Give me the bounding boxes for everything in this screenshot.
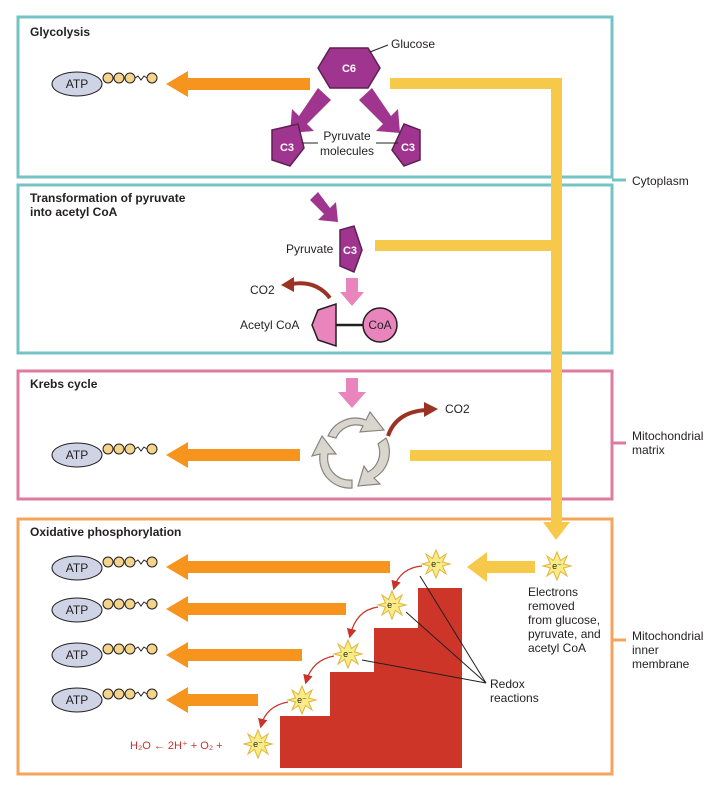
- oxphos-atp-arrow-4: [166, 687, 258, 713]
- electrons-note-line3: from glucose,: [528, 613, 600, 627]
- krebs-title: Krebs cycle: [30, 377, 98, 391]
- redox-label-line1: Redox: [490, 677, 525, 691]
- krebs-entry-arrow: [338, 378, 366, 408]
- oxidative-title: Oxidative phosphorylation: [30, 525, 181, 539]
- inner-membrane-label-line1: Mitochondrial: [632, 629, 703, 643]
- oxphos-atp-arrow-3: [166, 642, 302, 668]
- svg-text:ATP: ATP: [66, 648, 88, 662]
- svg-text:ATP: ATP: [66, 77, 88, 91]
- atp-molecule: ATP: [51, 687, 158, 713]
- svg-text:C3: C3: [280, 142, 294, 154]
- oxphos-atp-arrow-2: [166, 596, 346, 622]
- electron-starburst: e⁻: [286, 684, 318, 716]
- pyruvate-to-acetyl-arrow: [340, 278, 364, 306]
- co2-release-arrowhead-1: [281, 277, 294, 292]
- glycolysis-box: [16, 15, 614, 179]
- electron-transport-staircase: [280, 588, 462, 768]
- glycolysis-atp-arrow: [166, 71, 310, 97]
- svg-text:CoA: CoA: [368, 318, 391, 332]
- electron-starburst: e⁻: [541, 550, 573, 582]
- c3-molecule-right: C3: [391, 123, 421, 167]
- krebs-cycle-icon: [310, 410, 390, 489]
- transformation-box: [16, 183, 614, 355]
- inner-membrane-label-line3: membrane: [632, 657, 690, 671]
- svg-text:e⁻: e⁻: [431, 559, 441, 569]
- electron-starburst: e⁻: [420, 548, 452, 580]
- redox-pointer-lines: [361, 575, 487, 684]
- glucose-label: Glucose: [391, 37, 435, 51]
- svg-text:e⁻: e⁻: [253, 739, 263, 749]
- oxidative-box: [16, 517, 614, 776]
- oxphos-atp-arrow-1: [166, 554, 390, 580]
- matrix-label-line2: matrix: [632, 443, 665, 457]
- krebs-atp-arrow: [166, 442, 300, 468]
- electrons-note-line1: Electrons: [528, 585, 578, 599]
- co2-release-arrow-1: [291, 281, 332, 300]
- glycolysis-split-arrow-left: [290, 88, 331, 133]
- glucose-pointer: [369, 44, 389, 53]
- matrix-label-line1: Mitochondrial: [632, 429, 703, 443]
- redox-hop-arrows: [258, 565, 423, 729]
- glycolysis-split-arrow-right: [359, 88, 400, 133]
- atp-molecule: ATP: [51, 597, 158, 623]
- acetyl-coa-label: Acetyl CoA: [240, 318, 299, 332]
- svg-text:C3: C3: [401, 142, 415, 154]
- svg-text:ATP: ATP: [66, 448, 88, 462]
- redox-label-line2: reactions: [490, 691, 539, 705]
- cytoplasm-label: Cytoplasm: [632, 174, 689, 188]
- glycolysis-title: Glycolysis: [30, 25, 90, 39]
- inner-membrane-label-line2: inner: [632, 643, 659, 657]
- svg-text:ATP: ATP: [66, 693, 88, 707]
- c6-glucose-hexagon: C6: [317, 47, 381, 89]
- co2-label-1: CO2: [250, 283, 275, 297]
- electron-starburst: e⁻: [332, 638, 364, 670]
- atp-molecule: ATP: [51, 555, 158, 581]
- svg-text:e⁻: e⁻: [552, 561, 562, 571]
- co2-release-arrow-2: [386, 408, 427, 437]
- atp-molecule: ATP: [51, 642, 158, 668]
- svg-text:ATP: ATP: [66, 561, 88, 575]
- pyruvate-molecules-label-line1: Pyruvate: [323, 129, 371, 143]
- acetyl-coa-molecule: CoA: [311, 302, 398, 348]
- svg-text:ATP: ATP: [66, 603, 88, 617]
- electrons-note-line2: removed: [528, 599, 575, 613]
- krebs-box: [16, 369, 614, 501]
- c3-molecule-left: C3: [271, 123, 305, 167]
- electron-pathway: [375, 78, 570, 582]
- svg-text:C6: C6: [342, 63, 356, 75]
- svg-text:e⁻: e⁻: [297, 695, 307, 705]
- pyruvate-label: Pyruvate: [286, 242, 334, 256]
- water-equation: H₂O ← 2H⁺ + O₂ +: [130, 740, 223, 752]
- c3-pyruvate-molecule: C3: [339, 225, 363, 274]
- atp-molecule: ATP: [51, 442, 158, 468]
- svg-text:e⁻: e⁻: [343, 649, 353, 659]
- co2-label-2: CO2: [445, 402, 470, 416]
- electrons-note-line5: acetyl CoA: [528, 641, 586, 655]
- atp-molecule: ATP: [51, 71, 158, 97]
- svg-text:C3: C3: [343, 245, 357, 257]
- transformation-title-line2: into acetyl CoA: [30, 205, 118, 219]
- electron-starburst: e⁻: [376, 589, 408, 621]
- pyruvate-molecules-label-line2: molecules: [320, 144, 374, 158]
- pyruvate-entry-arrow: [310, 192, 338, 222]
- transformation-title-line1: Transformation of pyruvate: [30, 191, 186, 205]
- electron-starburst: e⁻: [242, 728, 274, 760]
- svg-text:e⁻: e⁻: [387, 600, 397, 610]
- electrons-note-line4: pyruvate, and: [528, 627, 601, 641]
- co2-release-arrowhead-2: [424, 402, 438, 417]
